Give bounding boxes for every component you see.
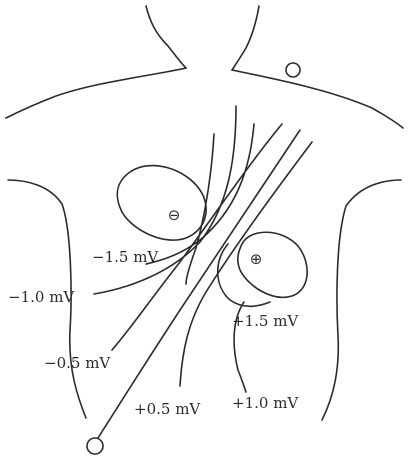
label-neg-1-0: −1.0 mV [8,288,75,306]
right-armpit-side [322,180,401,420]
isoline-pos-0-5 [180,142,312,386]
negative-pole-icon: ⊖ [168,206,181,224]
positive-pole-oval [238,232,307,297]
label-pos-1-5: +1.5 mV [232,312,299,330]
negative-pole-oval [117,166,206,241]
right-shoulder [232,70,403,128]
left-shoulder [6,68,186,118]
electrode-lower-circle [87,438,103,454]
label-neg-1-5: −1.5 mV [92,248,159,266]
label-neg-0-5: −0.5 mV [44,354,111,372]
neck-left [146,6,186,68]
isoline-pos-1-5 [186,134,214,284]
electrode-shoulder-circle [286,63,300,77]
label-pos-1-0: +1.0 mV [232,394,299,412]
neck-right [232,6,259,70]
negative-pole-region: ⊖ [117,166,206,241]
positive-pole-icon: ⊕ [250,250,263,268]
positive-pole-region: ⊕ [238,232,307,297]
isoline-zero [98,130,300,438]
label-pos-0-5: +0.5 mV [134,400,201,418]
